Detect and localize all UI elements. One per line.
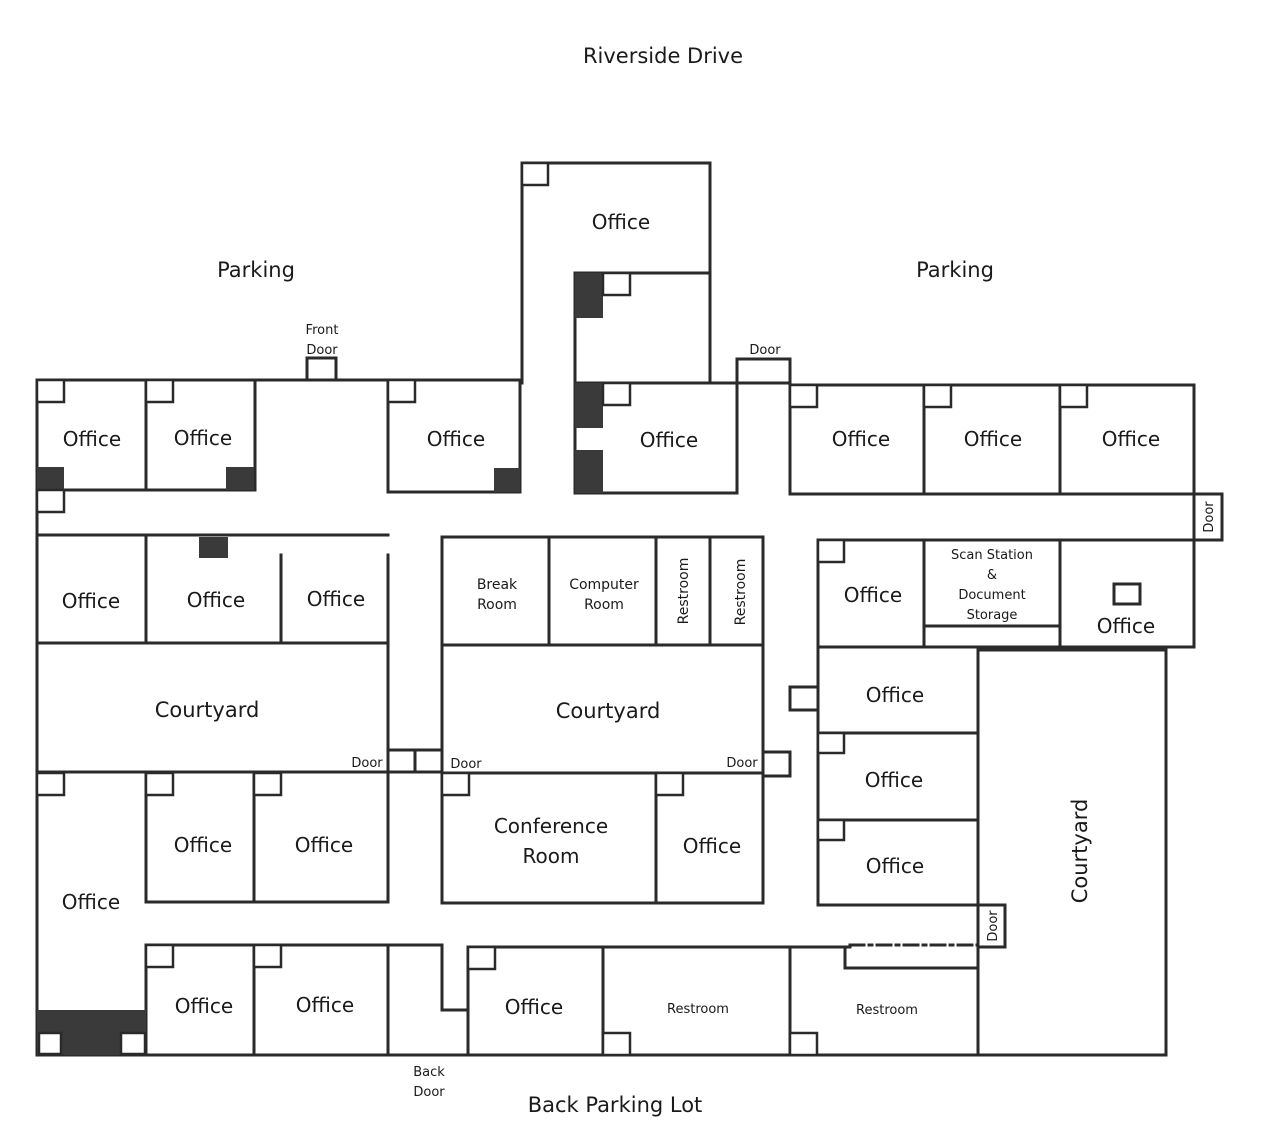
door-label: Door (450, 757, 482, 772)
door-label: Door (986, 910, 1001, 942)
room-office: Office (1097, 614, 1155, 638)
room-office: Office (592, 210, 650, 234)
room-office: Office (174, 833, 232, 857)
room-scan-station: & (987, 568, 997, 583)
room-scan-station: Document (958, 588, 1025, 603)
room-conference: Room (523, 844, 580, 868)
door-label: Door (726, 756, 758, 771)
room-computer: Computer (569, 577, 639, 593)
room-scan-station: Storage (967, 608, 1018, 623)
room-office: Office (1102, 427, 1160, 451)
door-label: Door (1202, 501, 1217, 533)
room-office: Office (640, 428, 698, 452)
room-office: Office (307, 587, 365, 611)
street-label: Riverside Drive (583, 44, 743, 68)
labels: Riverside Drive Parking Parking Back Par… (62, 44, 1217, 1117)
courtyard-right: Courtyard (1068, 799, 1092, 904)
door-swings (35, 161, 1089, 1057)
back-parking-label: Back Parking Lot (528, 1093, 703, 1117)
parking-right-label: Parking (916, 258, 994, 282)
room-office: Office (187, 588, 245, 612)
parking-left-label: Parking (217, 258, 295, 282)
dark-fixtures (37, 273, 603, 1056)
desk-icon (1112, 582, 1142, 606)
room-office: Office (866, 683, 924, 707)
room-office: Office (175, 994, 233, 1018)
room-restroom: Restroom (676, 558, 692, 625)
room-office: Office (865, 768, 923, 792)
door-box-north (735, 357, 792, 385)
room-restroom: Restroom (733, 559, 749, 626)
room-break: Room (477, 597, 517, 613)
room-restroom: Restroom (667, 1002, 729, 1017)
front-door-box (305, 356, 338, 382)
room-office: Office (296, 993, 354, 1017)
room-office: Office (62, 589, 120, 613)
room-office: Office (295, 833, 353, 857)
room-scan-station: Scan Station (951, 548, 1033, 563)
room-office: Office (866, 854, 924, 878)
room-break: Break (477, 577, 518, 593)
courtyard-left: Courtyard (155, 698, 260, 722)
room-office: Office (174, 426, 232, 450)
room-office: Office (505, 995, 563, 1019)
front-door-label: Door (306, 343, 338, 358)
back-door-label: Back (413, 1065, 445, 1080)
room-office: Office (427, 427, 485, 451)
room-office: Office (844, 583, 902, 607)
room-restroom: Restroom (856, 1003, 918, 1018)
door-label: Door (749, 343, 781, 358)
door-box-east (1192, 492, 1224, 542)
room-office: Office (63, 427, 121, 451)
room-computer: Room (584, 597, 624, 613)
room-office: Office (683, 834, 741, 858)
door-label: Door (351, 756, 383, 771)
room-office: Office (832, 427, 890, 451)
back-door-label: Door (413, 1085, 445, 1100)
room-conference: Conference (494, 814, 608, 838)
room-office: Office (964, 427, 1022, 451)
front-door-label: Front (306, 323, 339, 338)
courtyard-middle: Courtyard (556, 699, 661, 723)
room-office: Office (62, 890, 120, 914)
